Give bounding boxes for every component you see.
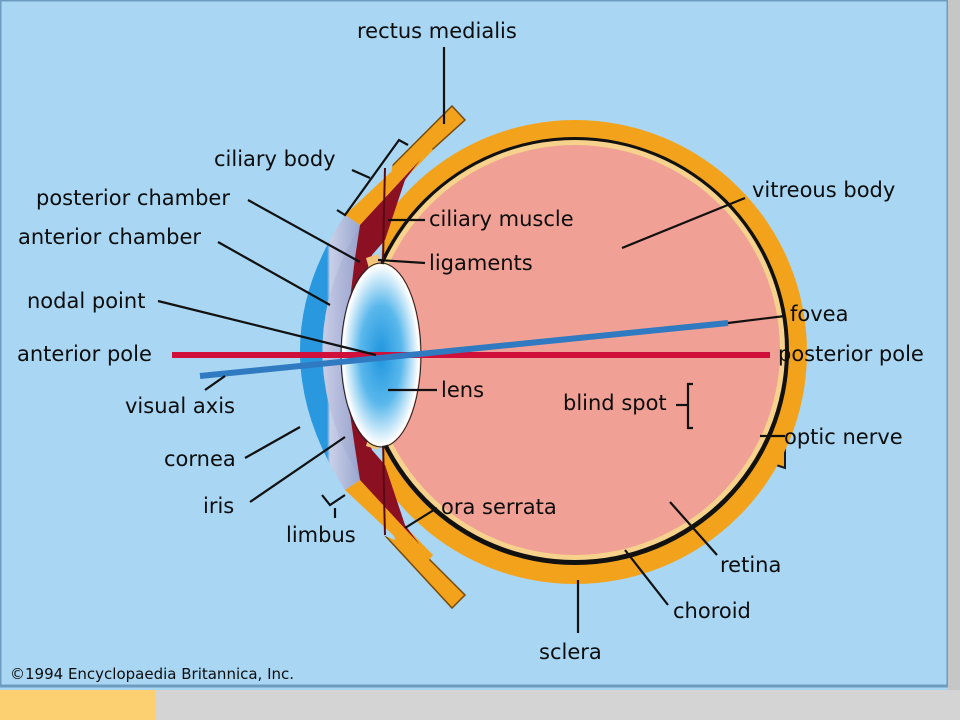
- label-blind-spot: blind spot: [563, 391, 667, 415]
- label-sclera: sclera: [539, 640, 602, 664]
- label-visual-axis: visual axis: [125, 394, 235, 418]
- label-anterior-chamber: anterior chamber: [18, 225, 201, 249]
- label-iris: iris: [203, 494, 234, 518]
- label-retina: retina: [720, 553, 781, 577]
- sclera-front-top: [345, 140, 433, 225]
- label-cornea: cornea: [164, 447, 236, 471]
- label-lens: lens: [441, 378, 484, 402]
- ligaments-leader: [377, 258, 426, 265]
- label-nodal-point: nodal point: [27, 289, 145, 313]
- iris-leader: [249, 436, 346, 503]
- label-ligaments: ligaments: [429, 251, 533, 275]
- fovea-leader: [727, 314, 786, 325]
- label-posterior-chamber: posterior chamber: [36, 186, 230, 210]
- label-ciliary-body: ciliary body: [214, 147, 336, 171]
- vitreous-body-leader: [621, 196, 746, 250]
- visual-axis-leader: [204, 375, 226, 391]
- footer-accent-bar: [0, 690, 155, 720]
- slide-frame-right: [948, 0, 960, 690]
- visual-axis-line: [199, 320, 729, 379]
- ora-serrata-leader: [404, 507, 438, 529]
- label-anterior-pole: anterior pole: [17, 342, 152, 366]
- cornea-leader: [244, 426, 301, 459]
- label-posterior-pole: posterior pole: [778, 342, 924, 366]
- cornea-shape: [300, 215, 360, 490]
- anterior-chamber-shape: [322, 225, 372, 480]
- ciliary-body-leader: [351, 168, 371, 180]
- label-vitreous-body: vitreous body: [752, 178, 895, 202]
- label-optic-nerve: optic nerve: [784, 425, 903, 449]
- eye-anatomy-diagram: rectus medialis ciliary body posterior c…: [0, 0, 960, 690]
- label-fovea: fovea: [790, 302, 848, 326]
- limbus-bracket: [321, 494, 346, 507]
- nodal-point-leader: [157, 299, 377, 357]
- choroid-leader: [624, 549, 669, 606]
- label-limbus: limbus: [286, 523, 356, 547]
- anterior-chamber-leader: [217, 241, 331, 306]
- retina-leader: [669, 501, 718, 556]
- label-ora-serrata: ora serrata: [441, 495, 557, 519]
- ciliary-body-bracket: [336, 138, 409, 217]
- vitreous-body-shape: [370, 145, 780, 555]
- footer-grey-bar: [155, 690, 960, 720]
- label-rectus-medialis: rectus medialis: [357, 19, 517, 43]
- sclera-front-bottom: [345, 480, 433, 565]
- label-choroid: choroid: [673, 599, 751, 623]
- posterior-chamber-leader: [247, 199, 361, 263]
- copyright-notice: ©1994 Encyclopaedia Britannica, Inc.: [10, 665, 294, 683]
- label-ciliary-muscle: ciliary muscle: [429, 207, 574, 231]
